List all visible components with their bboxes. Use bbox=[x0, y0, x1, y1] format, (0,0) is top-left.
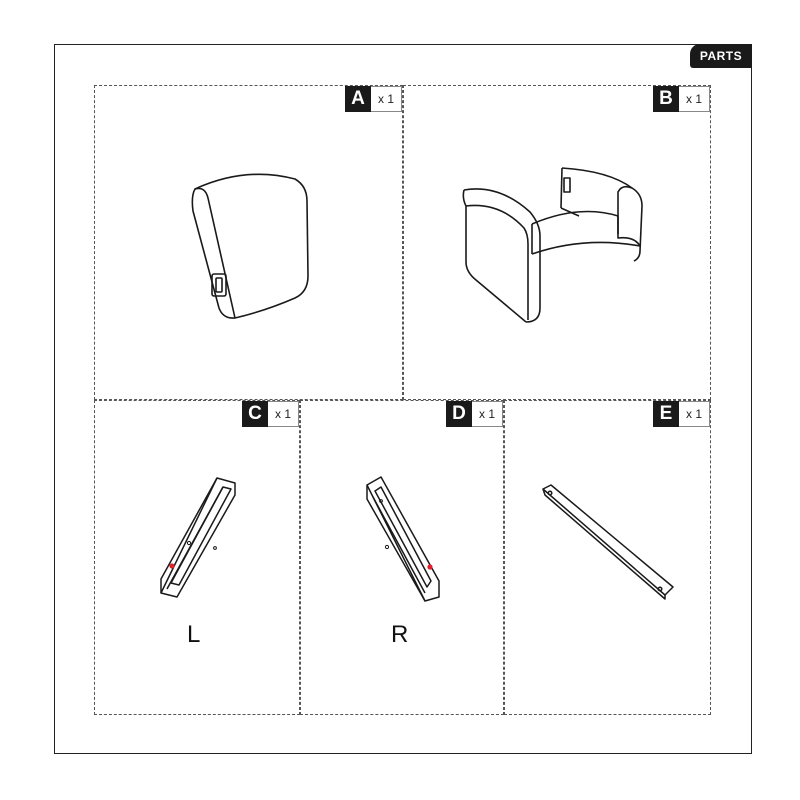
part-letter-d: D bbox=[446, 401, 472, 427]
part-tag-d: D x 1 bbox=[446, 401, 503, 427]
backrest-cushion-illustration bbox=[191, 173, 309, 319]
part-tag-c: C x 1 bbox=[242, 401, 299, 427]
part-letter-a: A bbox=[345, 86, 371, 112]
part-cell-b: B x 1 bbox=[403, 85, 711, 400]
parts-tab: PARTS bbox=[690, 44, 752, 68]
part-qty-a: x 1 bbox=[371, 86, 402, 112]
right-leg-marker-dot bbox=[427, 564, 433, 570]
part-cell-d: D x 1 R bbox=[300, 400, 504, 715]
part-letter-c: C bbox=[242, 401, 268, 427]
part-cell-e: E x 1 bbox=[504, 400, 711, 715]
left-leg-marker-dot bbox=[169, 563, 175, 569]
left-side-label: L bbox=[187, 621, 201, 648]
part-tag-a: A x 1 bbox=[345, 86, 402, 112]
sofa-base-illustration bbox=[462, 167, 643, 323]
part-letter-b: B bbox=[653, 86, 679, 112]
part-qty-c: x 1 bbox=[268, 401, 299, 427]
part-qty-e: x 1 bbox=[679, 401, 710, 427]
part-qty-d: x 1 bbox=[472, 401, 503, 427]
part-qty-b: x 1 bbox=[679, 86, 710, 112]
right-leg-frame-illustration bbox=[366, 476, 440, 602]
part-cell-a: A x 1 bbox=[94, 85, 403, 400]
part-cell-c: C x 1 L bbox=[94, 400, 300, 715]
part-tag-b: B x 1 bbox=[653, 86, 710, 112]
right-side-label: R bbox=[391, 621, 409, 648]
part-letter-e: E bbox=[653, 401, 679, 427]
part-tag-e: E x 1 bbox=[653, 401, 710, 427]
left-leg-frame-illustration bbox=[160, 477, 236, 598]
support-bar-illustration bbox=[542, 484, 674, 600]
